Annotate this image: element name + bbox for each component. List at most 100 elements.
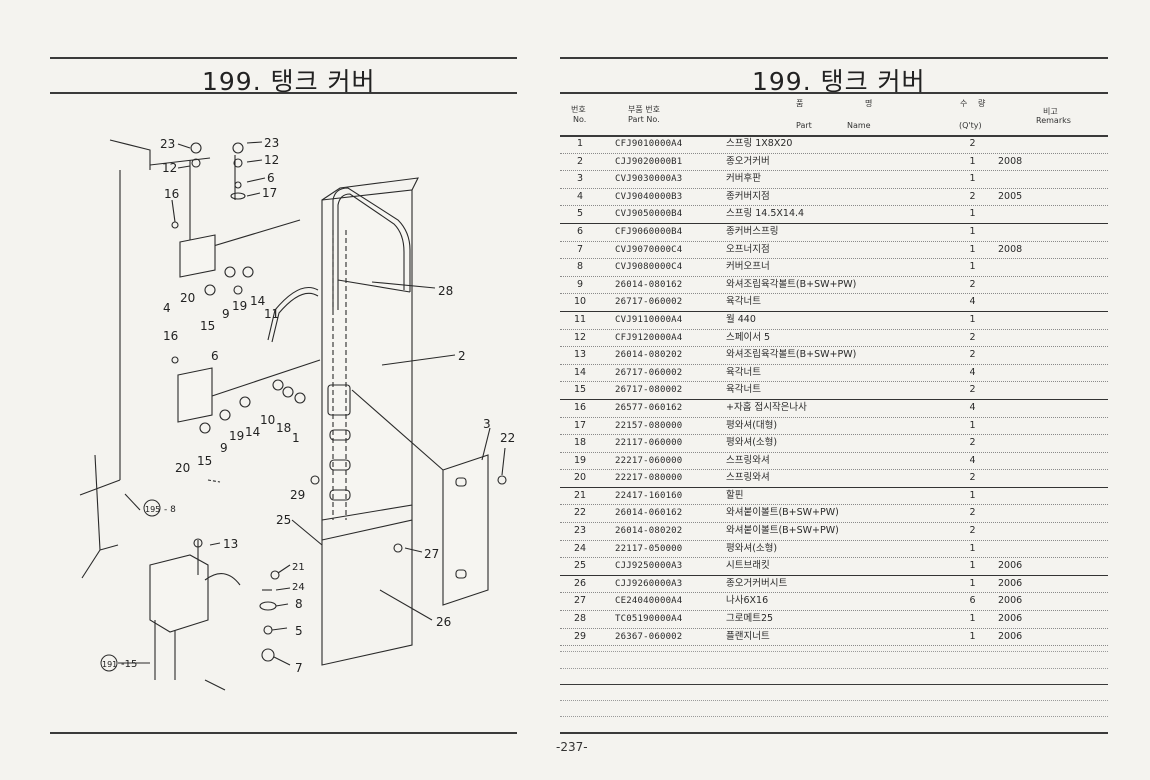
- cell-no: 22: [573, 507, 587, 519]
- callout-23b: 23: [264, 136, 279, 150]
- callout-1: 1: [292, 431, 300, 445]
- callout-6a: 6: [267, 171, 275, 185]
- cell-part-name: 육각너트: [726, 296, 761, 308]
- cell-part-name: 그로메트25: [726, 613, 774, 625]
- cell-no: 9: [576, 278, 584, 290]
- callout-16b: 16: [163, 329, 178, 343]
- header-part-no-ko: 부품 번호: [628, 105, 660, 114]
- cell-part-no: 22117-050000: [615, 543, 683, 554]
- header-qty-en: (Q'ty): [959, 121, 982, 130]
- cell-qty: 1: [969, 613, 976, 625]
- callout-9b: 9: [220, 441, 228, 455]
- blank-row: [560, 700, 1108, 701]
- cell-part-no: 22217-060000: [615, 455, 683, 466]
- cell-no: 26: [573, 577, 587, 589]
- callout-12a: 12: [162, 161, 177, 175]
- callout-12b: 12: [264, 153, 279, 167]
- cell-part-name: 스프링와셔: [726, 454, 770, 466]
- cell-qty: 6: [969, 595, 976, 607]
- cell-part-no: 22157-080000: [615, 420, 683, 431]
- cell-qty: 2: [969, 190, 976, 202]
- cell-part-no: CJJ9020000B1: [615, 156, 683, 167]
- callout-23a: 23: [160, 137, 175, 151]
- blank-row: [560, 651, 1108, 652]
- cell-qty: 2: [969, 349, 976, 361]
- cell-no: 12: [573, 331, 587, 343]
- callout-5: 5: [295, 624, 303, 638]
- cell-part-no: CVJ9080000C4: [615, 262, 683, 273]
- cell-part-name: 와셔붙이볼트(B+SW+PW): [726, 525, 839, 537]
- table-header-rule: [560, 135, 1108, 137]
- cell-part-name: 스프링와셔: [726, 472, 770, 484]
- cell-no: 1: [576, 138, 584, 149]
- cell-part-name: 종커버스프링: [726, 225, 779, 237]
- cell-remark: 2006: [998, 595, 1023, 607]
- cell-part-name: +자홈 접시작은나사: [726, 401, 807, 413]
- cell-qty: 1: [969, 560, 976, 572]
- header-part-en: Part: [796, 121, 812, 130]
- cell-remark: 2006: [998, 577, 1023, 589]
- cell-part-no: CVJ9110000A4: [615, 314, 683, 325]
- cell-no: 19: [573, 454, 587, 466]
- blank-row: [560, 668, 1108, 669]
- cell-no: 8: [576, 261, 584, 273]
- cell-qty: 1: [969, 261, 976, 273]
- callout-28: 28: [438, 284, 453, 298]
- cell-no: 18: [573, 437, 587, 449]
- cell-remark: 2005: [998, 190, 1023, 202]
- callout-27: 27: [424, 547, 439, 561]
- ref-195-suffix: - 8: [164, 505, 176, 515]
- cell-qty: 1: [969, 313, 976, 325]
- callout-19b: 19: [229, 429, 244, 443]
- cell-no: 28: [573, 613, 587, 625]
- left-title-rule: [50, 92, 517, 94]
- cell-part-name: 와셔조립육각볼트(B+SW+PW): [726, 278, 857, 290]
- ref-195: 195: [145, 505, 160, 514]
- cell-part-no: CFJ9120000A4: [615, 332, 683, 343]
- callout-2: 2: [458, 349, 466, 363]
- cell-part-no: CJJ9260000A3: [615, 578, 683, 589]
- page-title-right: 199. 탱크 커버: [752, 67, 926, 96]
- cell-no: 2: [576, 155, 584, 167]
- cell-part-no: 22217-080000: [615, 473, 683, 484]
- cell-no: 15: [573, 384, 587, 396]
- cell-part-no: CE24040000A4: [615, 596, 683, 607]
- cell-part-name: 종오거커버: [726, 155, 770, 167]
- cell-no: 29: [573, 630, 587, 642]
- cell-part-no: CVJ9050000B4: [615, 209, 683, 220]
- ref-191: 191: [102, 660, 117, 669]
- cell-no: 21: [573, 489, 587, 501]
- cell-part-no: 26577-060162: [615, 402, 683, 413]
- cell-remark: 2008: [998, 243, 1023, 255]
- cell-no: 16: [573, 401, 587, 413]
- cell-part-name: 플랜지너트: [726, 630, 770, 642]
- callout-4: 4: [163, 301, 171, 315]
- callout-13: 13: [223, 537, 238, 551]
- callout-25: 25: [276, 513, 291, 527]
- cell-part-no: 26717-060002: [615, 297, 683, 308]
- callout-20b: 20: [175, 461, 190, 475]
- cell-no: 13: [573, 349, 587, 361]
- cell-qty: 1: [969, 243, 976, 255]
- cell-part-no: CJJ9250000A3: [615, 561, 683, 572]
- cell-qty: 2: [969, 278, 976, 290]
- cell-qty: 1: [969, 630, 976, 642]
- cell-part-no: 26014-060162: [615, 508, 683, 519]
- cell-part-no: 26014-080162: [615, 279, 683, 290]
- cell-qty: 1: [969, 173, 976, 185]
- cell-part-no: CVJ9030000A3: [615, 174, 683, 185]
- cell-part-name: 와셔조립육각볼트(B+SW+PW): [726, 349, 857, 361]
- header-qty-ko-1: 수: [960, 99, 968, 108]
- cell-part-name: 커버오프너: [726, 261, 770, 273]
- cell-part-name: 스프링 1X8X20: [726, 138, 793, 149]
- header-no-en: No.: [573, 115, 587, 124]
- callout-9a: 9: [222, 307, 230, 321]
- cell-part-no: 22417-160160: [615, 490, 683, 501]
- header-name-en: Name: [847, 121, 871, 130]
- table-row: 8 CVJ9080000C4 커버오프너 1: [560, 259, 1108, 277]
